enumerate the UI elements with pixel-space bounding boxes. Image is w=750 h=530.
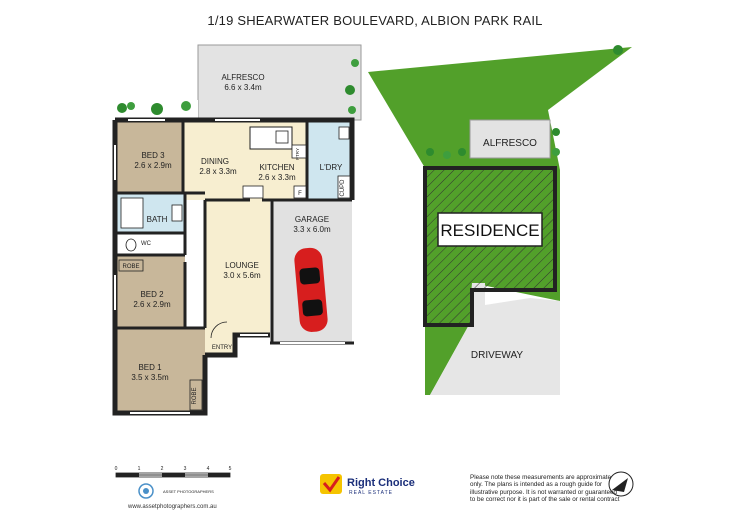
windows (114, 119, 268, 414)
bed3-label: BED 3 (141, 151, 165, 160)
agency-name: Right Choice (347, 477, 415, 489)
dining-label: DINING (201, 157, 229, 166)
entry-label: ENTRY (212, 345, 232, 351)
driveway-area (430, 283, 560, 395)
residence-label-box (437, 212, 543, 247)
cupboard-box (337, 175, 351, 199)
site-shrub-icons (426, 45, 623, 159)
scale-tick: 4 (207, 466, 210, 472)
north-arrow-icon (608, 471, 634, 497)
scale-bar (115, 472, 231, 478)
entry-door-swing (210, 321, 228, 339)
shower-icon (120, 197, 144, 229)
lounge-size: 3.0 x 5.6m (223, 271, 261, 280)
scale-tick: 1 (138, 466, 141, 472)
bed1-label: BED 1 (138, 363, 162, 372)
cupboard-label: CUPD (340, 179, 346, 197)
camera-logo-icon (138, 483, 154, 499)
bed2-label: BED 2 (140, 290, 164, 299)
alfresco-size: 6.6 x 3.4m (224, 83, 262, 92)
robe-side-box (189, 379, 203, 411)
garage-size: 3.3 x 6.0m (293, 225, 331, 234)
cooktop-icon (242, 185, 264, 199)
plan-title: 1/19 SHEARWATER BOULEVARD, ALBION PARK R… (207, 13, 543, 28)
photographer-name: ASSET PHOTOGRAPHERS (163, 489, 214, 494)
scale-tick: 3 (184, 466, 187, 472)
scale-tick: 2 (161, 466, 164, 472)
residence-label: RESIDENCE (440, 221, 539, 240)
car-icon (294, 247, 328, 332)
lounge-label: LOUNGE (225, 261, 259, 270)
laundry-tub-icon (338, 126, 350, 140)
agency-tagline: REAL ESTATE (349, 490, 393, 496)
vanity-icon (171, 204, 183, 222)
robe-box (118, 259, 144, 272)
bed3-floor (115, 120, 183, 193)
alfresco-label: ALFRESCO (221, 73, 264, 82)
photographer-website: www.assetphotographers.com.au (128, 504, 217, 510)
bed3-size: 2.6 x 2.9m (134, 161, 172, 170)
dining-size: 2.8 x 3.3m (199, 167, 237, 176)
kitchen-label: KITCHEN (259, 163, 294, 172)
robe-label: ROBE (122, 264, 139, 270)
lounge-floor (205, 200, 270, 335)
kitchen-size: 2.6 x 3.3m (258, 173, 296, 182)
laundry-label: L'DRY (320, 163, 343, 172)
fridge-label: F (298, 191, 302, 197)
kitchen-island (249, 126, 293, 150)
bed1-size: 3.5 x 3.5m (131, 373, 169, 382)
site-alfresco-area (469, 119, 551, 159)
robe-side-label: ROBE (192, 387, 198, 404)
disclaimer-text: Please note these measurements are appro… (470, 474, 620, 504)
entry-floor (205, 335, 235, 355)
bed2-size: 2.6 x 2.9m (133, 300, 171, 309)
wc-label: WC (141, 241, 152, 247)
bed2-floor (115, 255, 185, 328)
shrub-icons (117, 59, 359, 115)
driveway-label: DRIVEWAY (471, 350, 524, 361)
interior-walls (115, 120, 352, 413)
pantry-label: PTRY (295, 148, 300, 160)
pantry-box (291, 144, 307, 159)
alfresco-area (197, 44, 362, 121)
site-alfresco-label: ALFRESCO (483, 138, 537, 149)
toilet-icon (125, 238, 137, 252)
bath-label: BATH (147, 215, 168, 224)
fridge-space (293, 185, 307, 199)
sink-icon (275, 130, 289, 144)
scale-tick: 0 (115, 466, 118, 472)
agency-logo-icon (320, 474, 342, 494)
garage-label: GARAGE (295, 215, 329, 224)
scale-tick: 5 (229, 466, 232, 472)
